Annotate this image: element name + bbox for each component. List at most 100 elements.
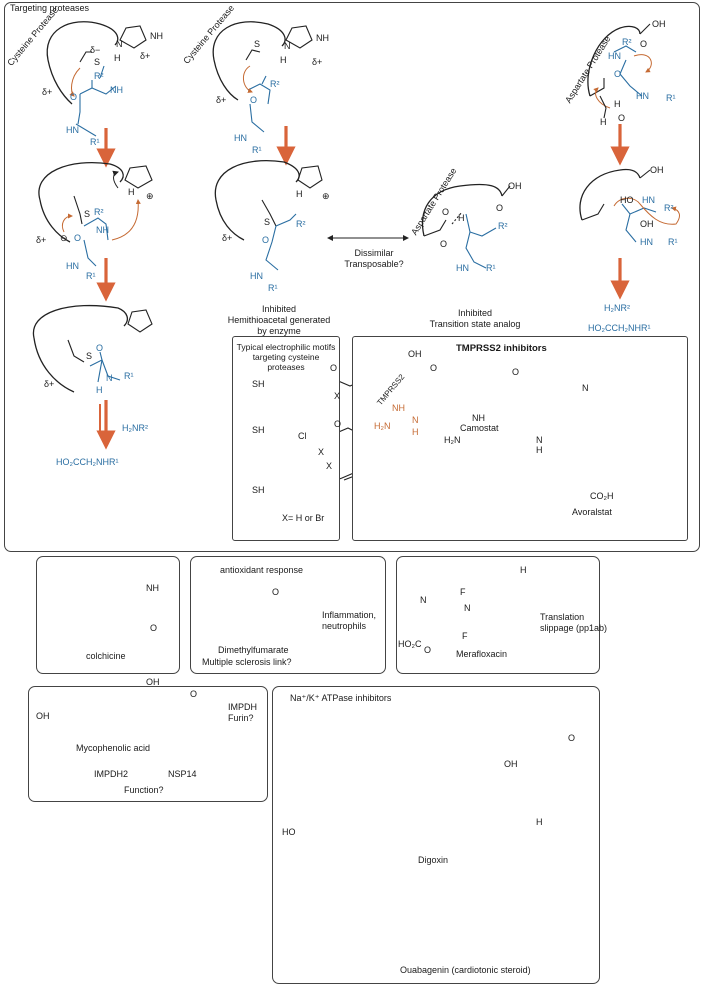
mpa-target: IMPDH Furin? (228, 702, 257, 723)
oh-label: OH (408, 349, 422, 359)
delta-plus: δ+ (36, 235, 47, 245)
merafloxacin-name: Merafloxacin (456, 649, 508, 659)
hn-label: HN (66, 125, 79, 135)
o-label: O (250, 95, 258, 105)
h2n-label: H₂N (374, 421, 391, 431)
ho-label: HO (620, 195, 634, 205)
x-label: X (334, 391, 341, 401)
enzyme-loop (46, 21, 119, 61)
o-label: O (614, 69, 622, 79)
h-atom: H (600, 117, 607, 127)
oh-label: OH (640, 219, 654, 229)
h-label: H (412, 427, 419, 437)
o-label: O (74, 233, 82, 243)
impdh2-label: IMPDH2 (94, 769, 129, 779)
f-label: F (462, 631, 468, 641)
attack-arrow (69, 67, 81, 97)
n-label: N (412, 415, 419, 425)
motifs-title: Typical electrophilic motifs targeting c… (236, 342, 336, 373)
o-label: O (512, 367, 520, 377)
o-label: O (272, 587, 280, 597)
h-label: H (520, 565, 527, 575)
n-label: N (106, 373, 113, 383)
h-atom: H (614, 99, 621, 109)
h-label: H (536, 817, 543, 827)
ouabagenin-label: Ouabagenin (cardiotonic steroid) (400, 965, 531, 975)
hn-label: HN (640, 237, 653, 247)
nh-atom: NH (150, 31, 163, 41)
o-label: O (190, 689, 198, 699)
o-label: O (330, 363, 338, 373)
o-label: O (430, 363, 438, 373)
thiol-label: SH (252, 425, 265, 435)
oh-label: OH (650, 165, 664, 175)
r1-label: R¹ (666, 93, 676, 103)
oh-label: OH (36, 711, 50, 721)
s-atom: S (86, 351, 93, 361)
r1-label: R¹ (86, 271, 96, 281)
r1-label: R¹ (90, 137, 100, 147)
nh-label: NH (96, 225, 109, 235)
h-atom: H (296, 189, 303, 199)
dissimilar-label: Dissimilar Transposable? (344, 248, 404, 269)
o-label: O (70, 92, 78, 102)
s-atom: S (254, 39, 261, 49)
colchicine-label: colchicine (86, 651, 126, 661)
middle-caption: Inhibited Transition state analog (429, 308, 521, 329)
minus-charge: ⊖ (60, 233, 68, 243)
x-label: X (326, 461, 333, 471)
o-label: O (334, 419, 342, 429)
s-atom: S (84, 209, 91, 219)
plus-charge: ⊕ (322, 191, 330, 201)
camostat-label: Camostat (460, 423, 499, 433)
oh-label: OH (146, 677, 160, 687)
r1-label: R¹ (668, 237, 678, 247)
hn-label: HN (456, 263, 469, 273)
cl-label: Cl (298, 431, 307, 441)
n-label: N (536, 435, 543, 445)
oh-label: OH (652, 19, 666, 29)
delta-plus: δ+ (312, 57, 323, 67)
r2-label: R² (270, 79, 280, 89)
x-label: X (318, 447, 325, 457)
product-acid: HO₂CCH₂NHR¹ (588, 323, 651, 333)
hn-label: HN (642, 195, 655, 205)
motifs-box (232, 336, 340, 541)
o-label: O (496, 203, 504, 213)
mpa-name: Mycophenolic acid (76, 743, 151, 753)
merafloxacin-target: Translation slippage (pp1ab) (540, 612, 608, 633)
f-label: F (460, 587, 466, 597)
delta-plus: δ+ (222, 233, 233, 243)
r2-label: R² (296, 219, 306, 229)
panel-title: Targeting proteases (10, 3, 90, 13)
r1-label: R¹ (268, 283, 278, 293)
nsp14-label: NSP14 (168, 769, 197, 779)
nh-label: NH (146, 583, 159, 593)
avoralstat-label: Avoralstat (572, 507, 612, 517)
hn-label: HN (636, 91, 649, 101)
n-label: N (464, 603, 471, 613)
nak-title: Na⁺/K⁺ ATPase inhibitors (290, 693, 392, 703)
imidazole-ring (119, 25, 147, 49)
hn-label: HN (234, 133, 247, 143)
o-label: O (96, 343, 104, 353)
n-atom: N (284, 41, 291, 51)
r2-label: R² (94, 71, 104, 81)
mpa-function: Function? (124, 785, 164, 795)
co2h-label: CO₂H (590, 491, 614, 501)
nh-label: NH (472, 413, 485, 423)
dmf-name: Dimethylfumarate (218, 645, 289, 655)
antioxidant-label: antioxidant response (220, 565, 304, 575)
h-atom: H (114, 53, 121, 63)
o-label: O (442, 207, 450, 217)
s-atom: S (264, 217, 271, 227)
hn-label: HN (66, 261, 79, 271)
delta-plus: δ+ (140, 51, 151, 61)
h-label: H (96, 385, 103, 395)
x-note: X= H or Br (282, 513, 325, 523)
delta-plus: δ+ (44, 379, 55, 389)
h2n-label: H₂N (444, 435, 461, 445)
product-amine: H₂NR² (122, 423, 148, 433)
tmprss2-box (352, 336, 688, 541)
thiol-label: SH (252, 485, 265, 495)
